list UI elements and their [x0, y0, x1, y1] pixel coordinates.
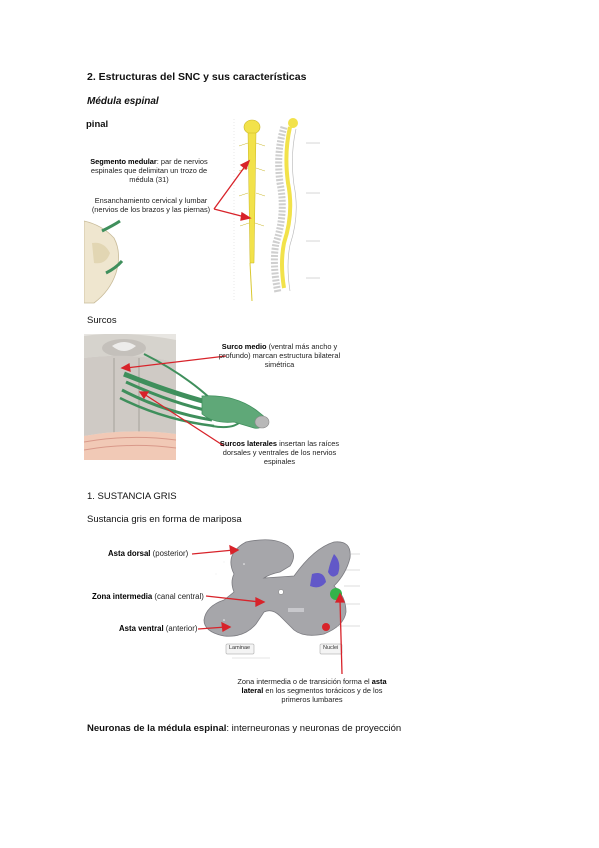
crop-label: pinal: [86, 119, 109, 130]
asta-ventral-text: (anterior): [163, 624, 198, 633]
neuronas-title: Neuronas de la médula espinal: [87, 723, 227, 734]
spinal-cord-illustration: [84, 118, 320, 304]
asta-ventral-title: Asta ventral: [119, 624, 164, 633]
red-arrows: [191, 544, 346, 675]
asta-lateral-text-pre: Zona intermedia o de transición forma el: [237, 677, 372, 686]
surcos-laterales-text: insertan las raíces dorsales y ventrales…: [222, 439, 340, 466]
zona-intermedia-label: Zona intermedia (canal central): [92, 592, 204, 601]
surcos-label: Surcos: [87, 315, 117, 326]
sustancia-gris-subtitle: Sustancia gris en forma de mariposa: [87, 514, 242, 525]
surcos-laterales-caption: Surcos laterales insertan las raíces dor…: [212, 439, 347, 466]
red-arrows: [120, 355, 227, 447]
section-heading: 2. Estructuras del SNC y sus característ…: [87, 71, 307, 83]
red-arrows: [213, 159, 252, 221]
zona-intermedia-title: Zona intermedia: [92, 592, 153, 601]
zona-intermedia-text: (canal central): [152, 592, 204, 601]
sustancia-gris-heading: 1. SUSTANCIA GRIS: [87, 491, 177, 502]
asta-lateral-text-post: en los segmentos torácicos y de los prim…: [263, 686, 383, 704]
asta-dorsal-label: Asta dorsal (posterior): [108, 549, 188, 558]
spinal-cord-3d-illustration: [84, 334, 270, 460]
segmento-medular-caption: Segmento medular: par de nervios espinal…: [86, 157, 212, 184]
asta-lateral-title: asta lateral: [241, 677, 387, 695]
surco-medio-caption: Surco medio (ventral más ancho y profund…: [212, 342, 347, 369]
asta-dorsal-title: Asta dorsal: [108, 549, 151, 558]
figure-spinal-cord: pinal Segmento medular: par de nervios e…: [84, 113, 324, 305]
spinal-ganglion: [201, 395, 270, 429]
cord-cross-section: [84, 334, 177, 460]
yellow-spinal-cord: [238, 119, 266, 302]
segmento-medular-text: : par de nervios espinales que delimitan…: [90, 157, 208, 184]
neuronas-line: Neuronas de la médula espinal: interneur…: [87, 723, 401, 734]
segmento-medular-title: Segmento medular: [90, 157, 157, 166]
vertebra-crop-image: [84, 219, 124, 304]
butterfly-gray-matter: [203, 539, 360, 659]
surco-medio-title: Surco medio: [221, 342, 267, 351]
asta-dorsal-text: (posterior): [150, 549, 189, 558]
surco-medio-text: (ventral más ancho y profundo) marcan es…: [218, 342, 341, 369]
gray-matter-illustration: [191, 539, 360, 675]
subsection-heading: Médula espinal: [87, 96, 159, 107]
nuclei-tag: Nuclei: [323, 645, 339, 651]
asta-ventral-label: Asta ventral (anterior): [119, 624, 197, 633]
surcos-laterales-title: Surcos laterales: [219, 439, 278, 448]
figure-butterfly: Asta dorsal (posterior) Zona intermedia …: [84, 534, 404, 714]
figure-surcos: Surco medio (ventral más ancho y profund…: [84, 334, 347, 466]
laminae-tag: Laminae: [229, 645, 251, 651]
neuronas-text: : interneuronas y neuronas de proyección: [226, 723, 402, 734]
vertebral-column: [233, 118, 320, 301]
ensanchamiento-caption: Ensanchamiento cervical y lumbar (nervio…: [91, 196, 211, 214]
asta-lateral-caption: Zona intermedia o de transición forma el…: [228, 677, 396, 704]
